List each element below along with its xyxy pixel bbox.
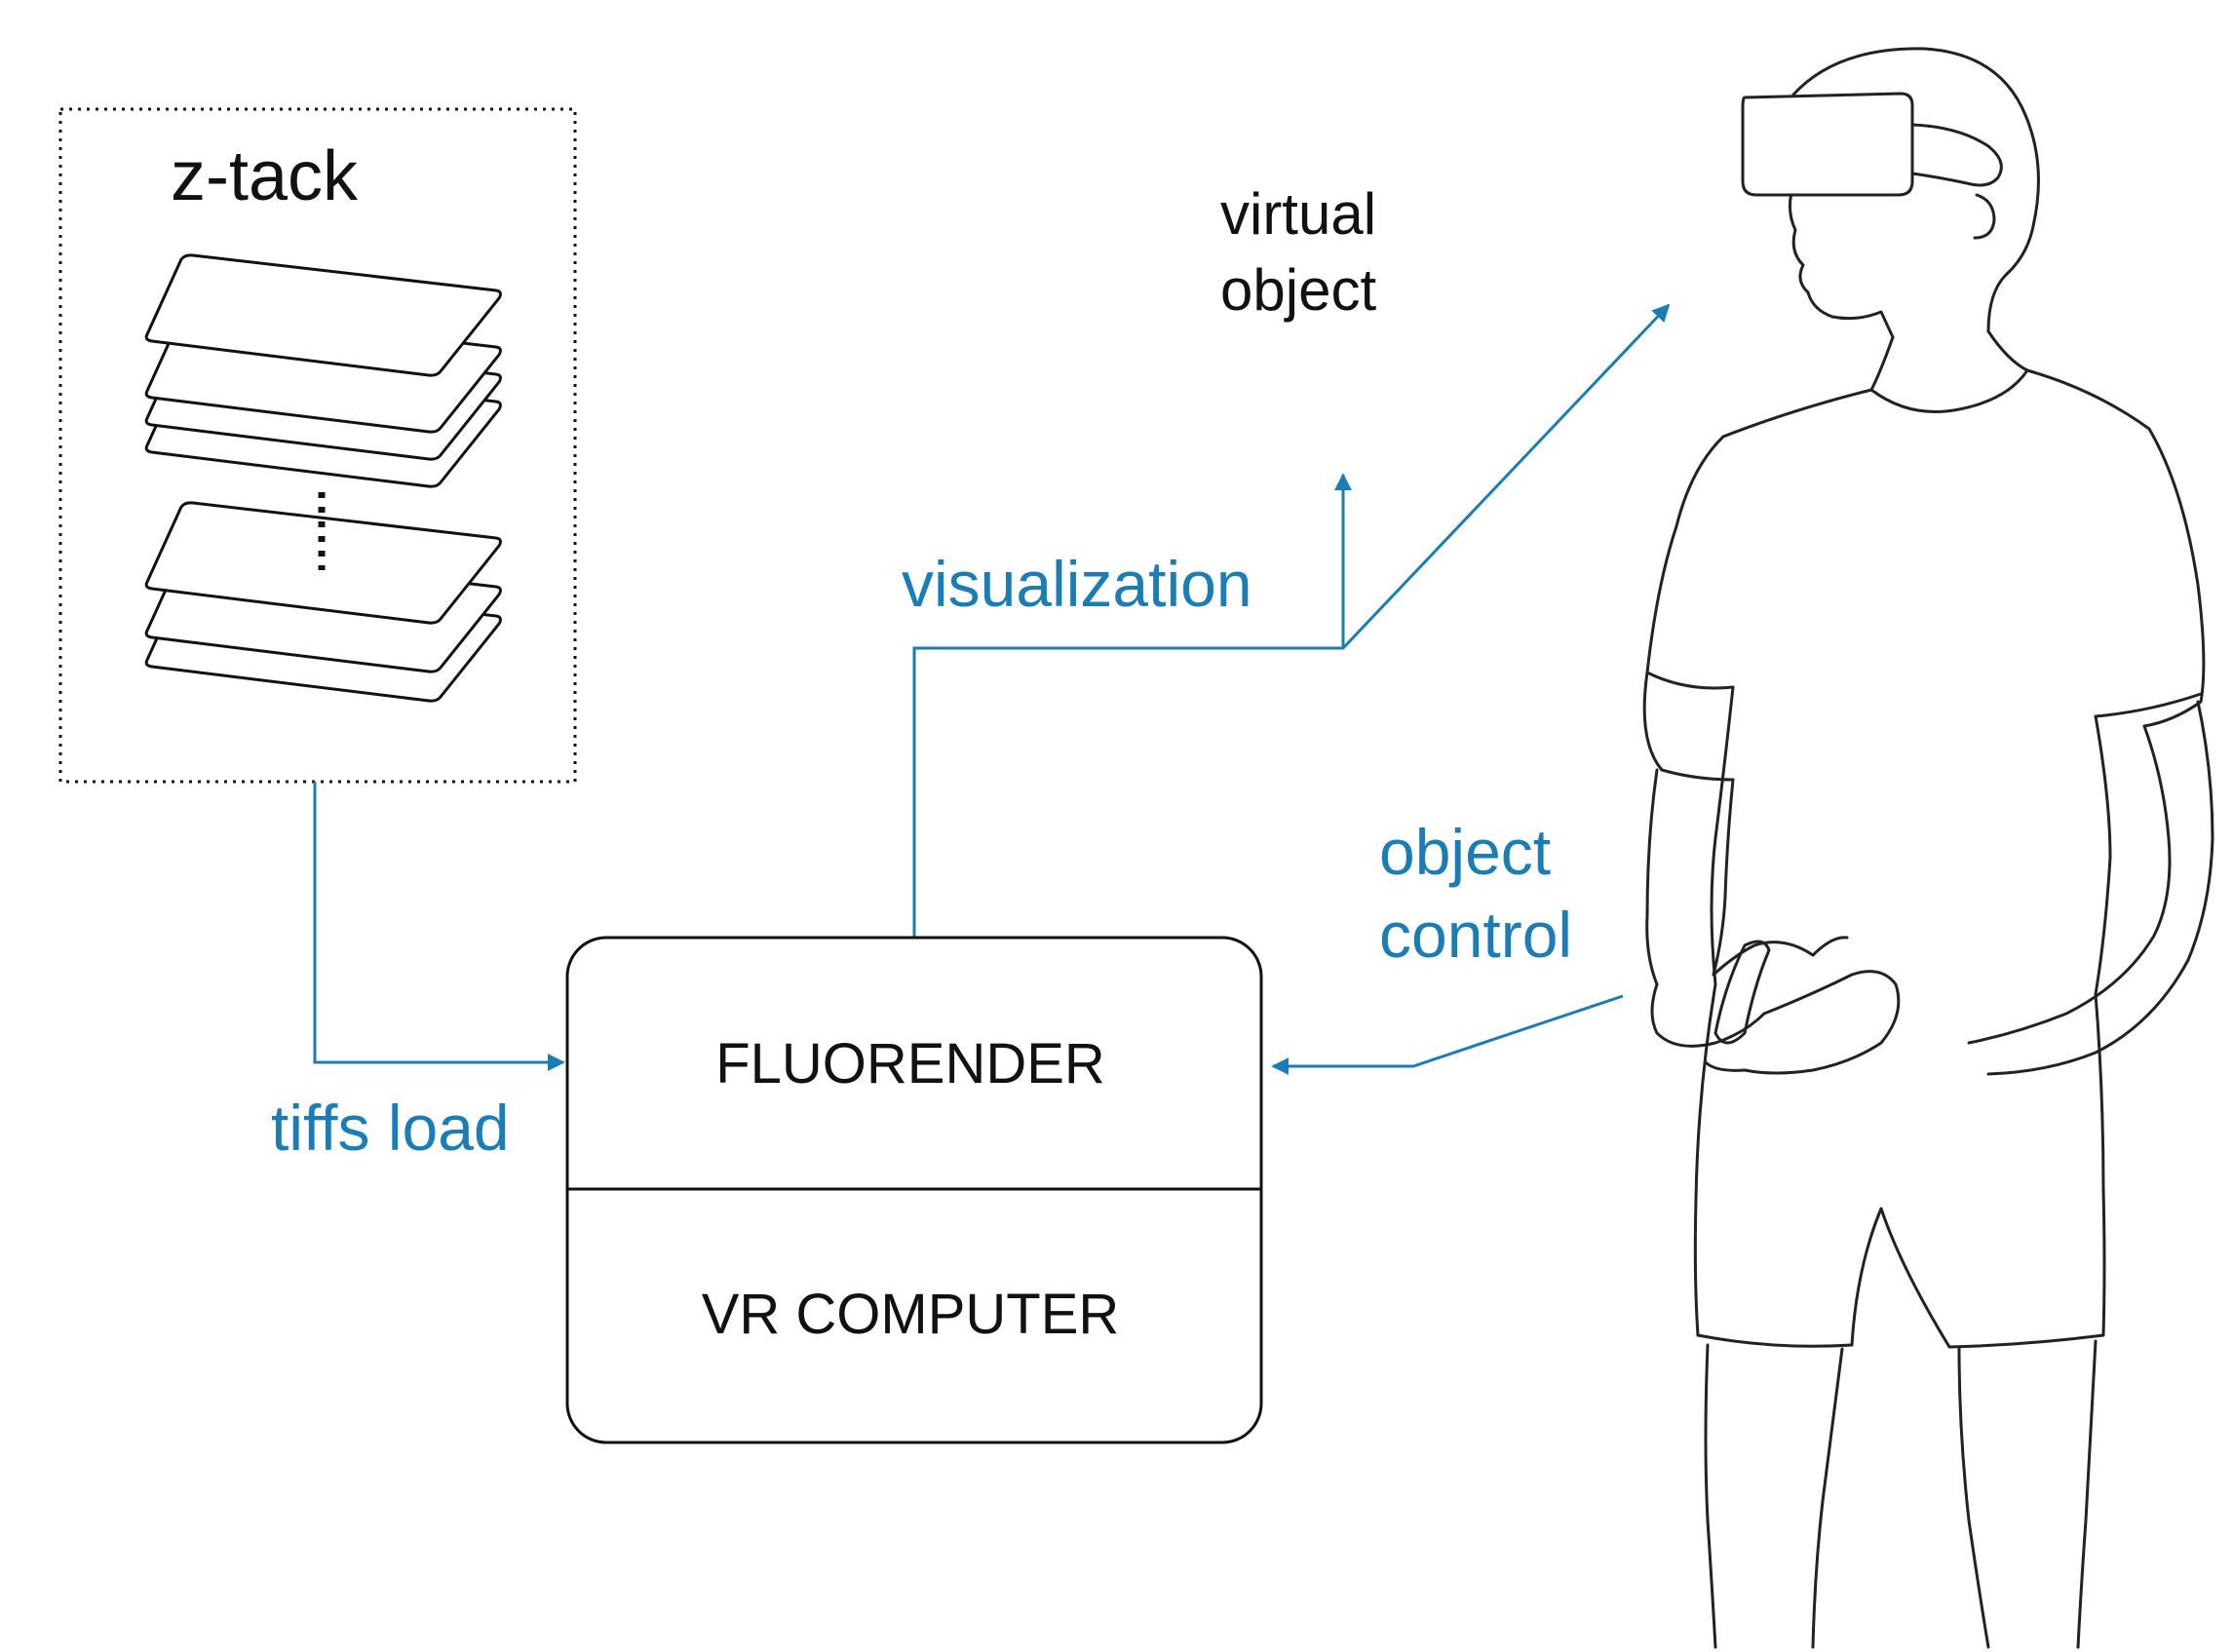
tiffs-load-label: tiffs load [271, 1092, 510, 1164]
z-stack-title: z-tack [171, 137, 359, 215]
vr-headset [1741, 92, 1914, 197]
connectors [313, 303, 1671, 1075]
object-control-label-line2: control [1379, 899, 1572, 971]
z-stack-frame [58, 107, 577, 784]
vr-computer-label: VR COMPUTER [702, 1283, 1120, 1346]
object-control-arrow [1271, 994, 1624, 1075]
image-slice-stack-icon [144, 253, 502, 703]
vr-controller [1713, 940, 1771, 1045]
slice [144, 501, 502, 625]
object-control-label-line1: object [1379, 816, 1551, 888]
virtual-object-label-line2: object [1220, 257, 1376, 323]
tiffs-load-arrow [313, 782, 565, 1071]
visualization-line [912, 303, 1671, 938]
person-with-vr-headset-icon [1642, 47, 2214, 1649]
vr-computer-box: FLUORENDER VR COMPUTER [565, 936, 1263, 1444]
slice [144, 253, 502, 377]
virtual-object-label-line1: virtual [1220, 181, 1376, 247]
visualization-label: visualization [902, 548, 1252, 620]
z-stack-panel: z-tack [58, 107, 577, 784]
fluorender-label: FLUORENDER [715, 1032, 1105, 1095]
